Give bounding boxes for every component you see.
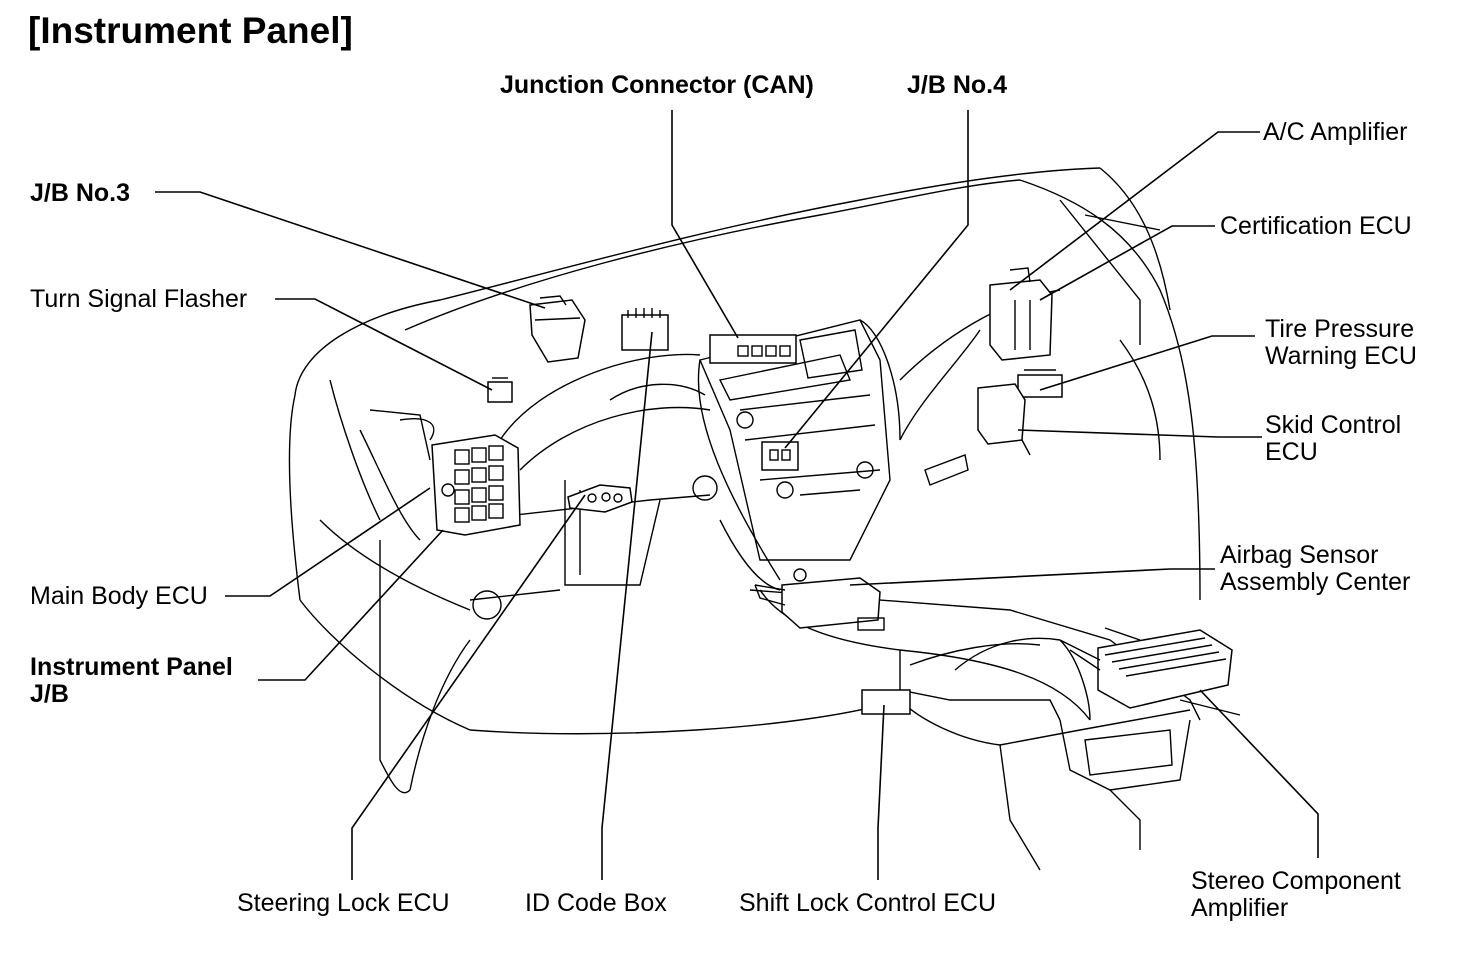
- label-skid-control-line2: ECU: [1265, 438, 1318, 466]
- page-title: [Instrument Panel]: [28, 10, 353, 51]
- label-stereo-component-amplifier-line1: Stereo Component: [1191, 867, 1401, 895]
- label-turn-signal-flasher: Turn Signal Flasher: [30, 285, 248, 313]
- label-steering-lock-ecu: Steering Lock ECU: [237, 889, 450, 917]
- label-airbag-sensor-line2: Assembly Center: [1220, 568, 1411, 596]
- label-junction-connector-can: Junction Connector (CAN): [500, 71, 814, 99]
- stereo-amplifier-part: [1059, 627, 1241, 716]
- ac-amplifier-part: [989, 267, 1053, 361]
- label-jb-no4: J/B No.4: [907, 71, 1008, 99]
- jb-no4-part: [761, 441, 799, 471]
- tire-pressure-ecu-part: [1017, 369, 1063, 398]
- label-tire-pressure-line2: Warning ECU: [1265, 342, 1417, 370]
- label-ac-amplifier: A/C Amplifier: [1263, 118, 1408, 146]
- label-shift-lock-control-ecu: Shift Lock Control ECU: [739, 889, 997, 917]
- label-jb-no3: J/B No.3: [30, 179, 131, 207]
- id-code-box-part: [621, 308, 669, 351]
- instrument-panel-jb-part: [431, 434, 521, 536]
- junction-connector-part: [709, 334, 797, 364]
- label-instrument-panel-jb-line1: Instrument Panel: [30, 653, 233, 681]
- label-airbag-sensor-line1: Airbag Sensor: [1220, 541, 1379, 569]
- label-tire-pressure-line1: Tire Pressure: [1265, 315, 1415, 343]
- label-main-body-ecu: Main Body ECU: [30, 582, 208, 610]
- airbag-sensor-part: [754, 568, 885, 631]
- label-instrument-panel-jb-line2: J/B: [30, 680, 69, 708]
- shift-lock-ecu-part: [861, 689, 911, 715]
- leader-lines: [155, 110, 1319, 880]
- skid-control-ecu-part: [977, 383, 1031, 456]
- jb-no3-part: [529, 295, 586, 363]
- dashboard-outline: [288, 167, 1201, 871]
- turn-signal-flasher-part: [487, 377, 513, 403]
- label-certification-ecu: Certification ECU: [1220, 212, 1412, 240]
- label-id-code-box: ID Code Box: [525, 889, 667, 917]
- steering-lock-ecu-part: [567, 484, 633, 513]
- label-skid-control-line1: Skid Control: [1265, 411, 1402, 439]
- label-stereo-component-amplifier-line2: Amplifier: [1191, 894, 1289, 922]
